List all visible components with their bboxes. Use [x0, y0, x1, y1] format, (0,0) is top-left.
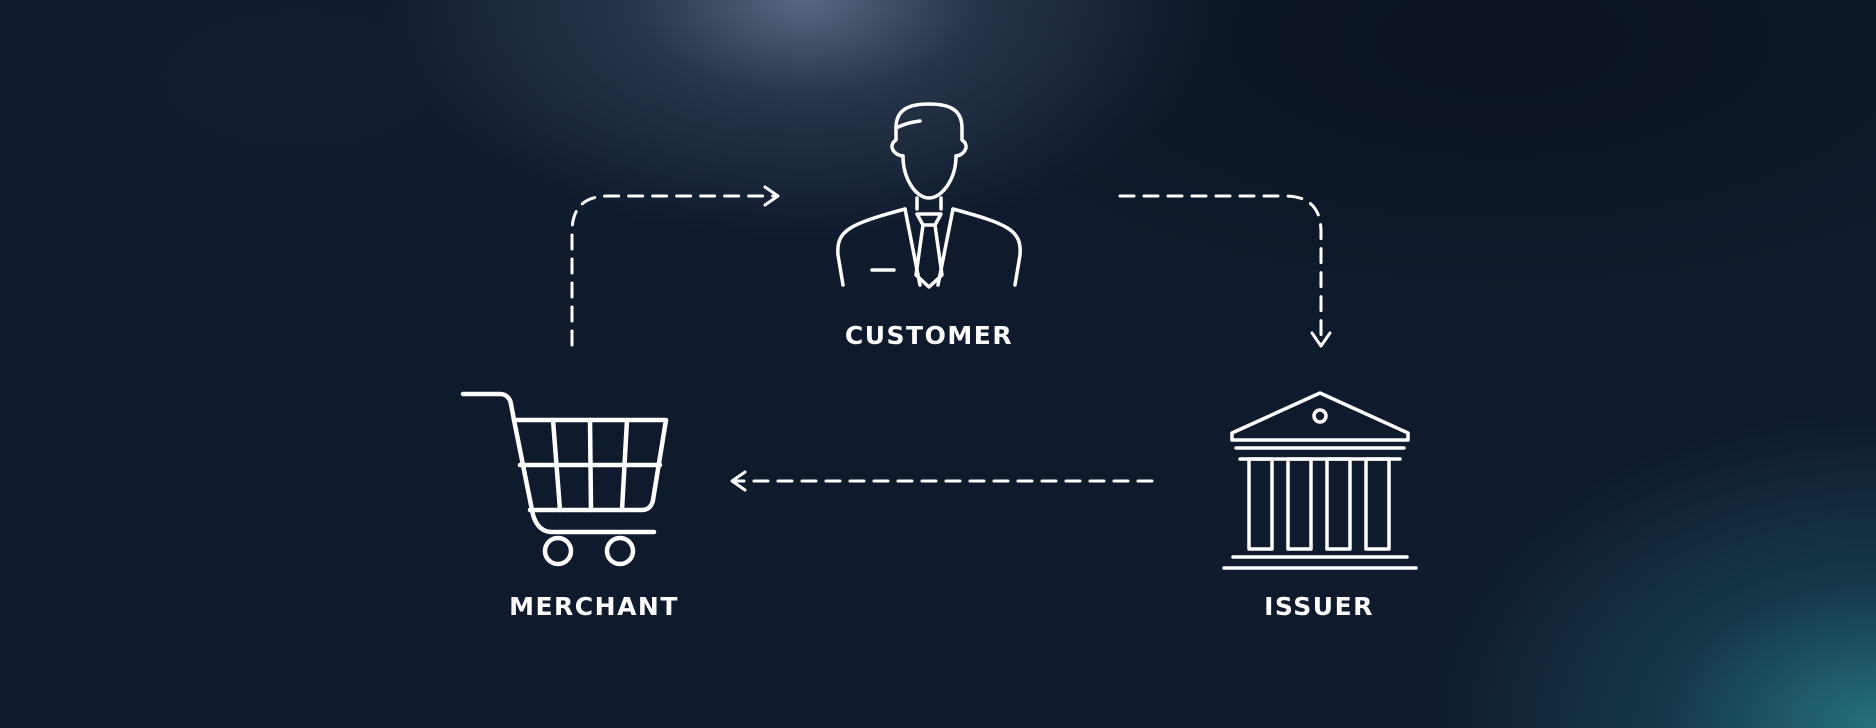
shopping-cart-icon	[460, 391, 669, 567]
arrowhead-right-icon	[763, 185, 780, 207]
merchant-label: MERCHANT	[509, 592, 679, 621]
issuer-label: ISSUER	[1264, 592, 1374, 621]
bank-building-icon	[1222, 391, 1418, 570]
businessman-icon	[836, 102, 1022, 289]
arrow-issuer-to-merchant	[730, 470, 1154, 492]
arrow-customer-to-issuer	[1118, 194, 1332, 348]
arrow-merchant-to-customer	[570, 185, 780, 347]
arrowhead-left-icon	[730, 470, 747, 492]
customer-label: CUSTOMER	[844, 321, 1014, 350]
arrowhead-down-icon	[1310, 331, 1332, 348]
